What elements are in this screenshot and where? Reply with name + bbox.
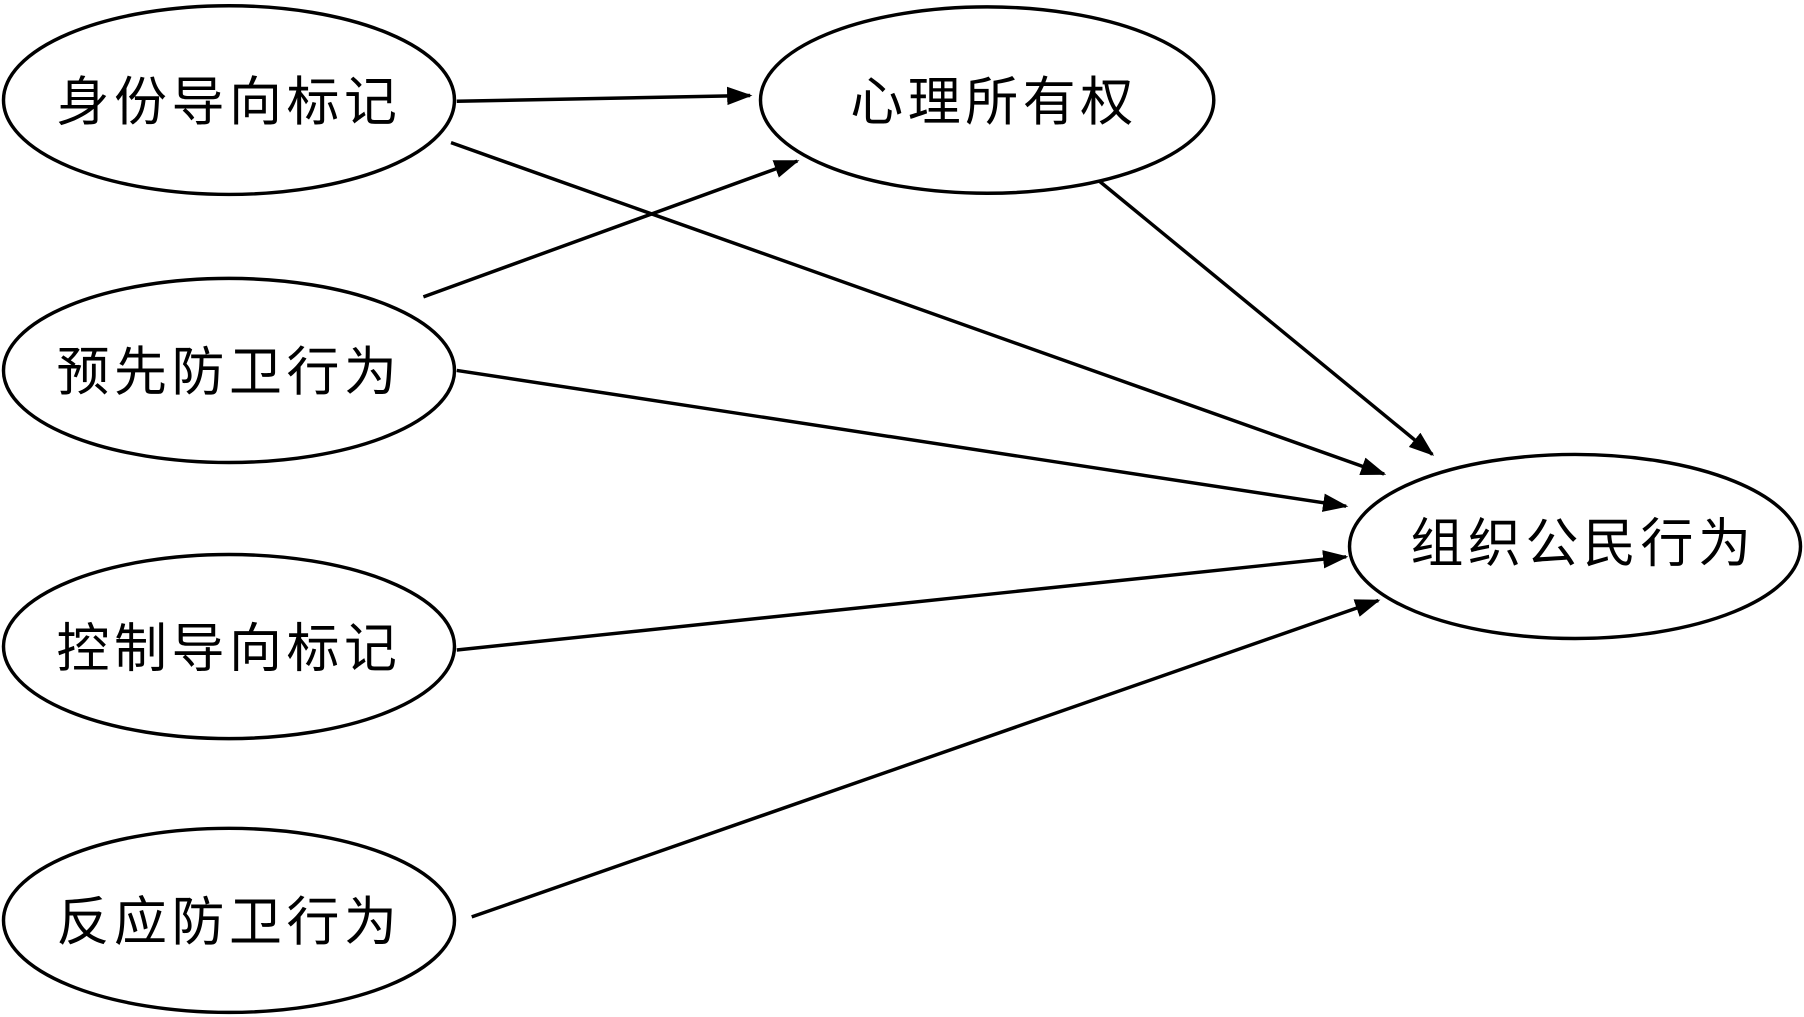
node-psychological-ownership: 心理所有权 xyxy=(758,5,1216,196)
node-label: 心理所有权 xyxy=(850,72,1138,133)
edge-reactive-to-ocb xyxy=(471,598,1381,919)
edge-identity-to-ocb xyxy=(450,141,1387,476)
node-preventive-defense: 预先防卫行为 xyxy=(1,276,457,465)
edge-preventive-to-ocb xyxy=(456,368,1349,512)
node-label: 控制导向标记 xyxy=(56,618,401,679)
node-label: 组织公民行为 xyxy=(1411,514,1756,575)
node-control-marking: 控制导向标记 xyxy=(1,552,457,741)
node-reactive-defense: 反应防卫行为 xyxy=(1,826,457,1015)
node-label: 身份导向标记 xyxy=(56,72,401,133)
node-identity-marking: 身份导向标记 xyxy=(1,4,457,197)
edge-preventive-to-ownership xyxy=(422,159,800,299)
edge-control-to-ocb xyxy=(456,550,1349,652)
edge-ownership-to-ocb xyxy=(1097,179,1435,456)
node-ocb: 组织公民行为 xyxy=(1347,452,1803,641)
edge-identity-to-ownership xyxy=(456,86,753,106)
node-label: 预先防卫行为 xyxy=(56,342,401,403)
node-label: 反应防卫行为 xyxy=(56,892,401,953)
